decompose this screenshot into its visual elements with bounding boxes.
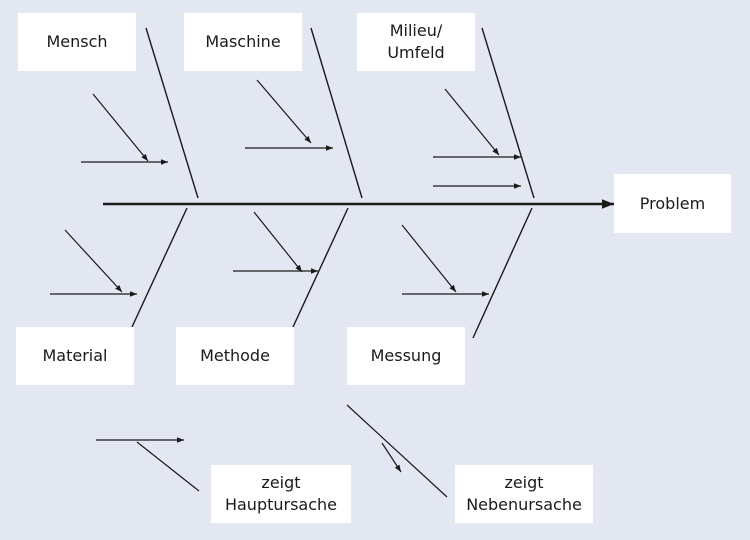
legend-sub-line: [346, 404, 448, 498]
cause-label-material: Material: [42, 346, 108, 365]
legend-box-sub-cause: zeigt Nebenursache: [455, 465, 593, 523]
cause-box-messung: Messung: [347, 327, 465, 385]
cause-label-methode: Methode: [200, 346, 270, 365]
bone-milieu: [481, 27, 535, 199]
sub-arrow-methode-diagonal: [253, 211, 303, 273]
bone-methode: [292, 207, 349, 328]
legend-label-sub-cause: zeigt Nebenursache: [466, 473, 582, 514]
cause-box-methode: Methode: [176, 327, 294, 385]
sub-arrow-maschine-diagonal: [256, 79, 312, 144]
cause-box-material: Material: [16, 327, 134, 385]
cause-label-mensch: Mensch: [46, 32, 108, 51]
cause-label-maschine: Maschine: [205, 32, 281, 51]
legend-main-bone: [136, 441, 200, 492]
legend-label-main-cause: zeigt Hauptursache: [224, 473, 338, 514]
bone-material: [131, 207, 188, 328]
sub-arrow-messung-diagonal: [401, 224, 457, 293]
sub-arrow-mensch-diagonal: [92, 93, 149, 162]
sub-arrow-milieu-diagonal: [444, 88, 500, 156]
cause-label-messung: Messung: [370, 346, 442, 365]
legend-sub-arrow: [381, 442, 402, 473]
effect-label: Problem: [639, 193, 706, 213]
effect-box-problem: Problem: [614, 174, 731, 233]
cause-box-mensch: Mensch: [18, 13, 136, 71]
cause-box-maschine: Maschine: [184, 13, 302, 71]
cause-box-milieu: Milieu/ Umfeld: [357, 13, 475, 71]
legend-box-main-cause: zeigt Hauptursache: [211, 465, 351, 523]
sub-arrow-material-diagonal: [64, 229, 123, 293]
bone-mensch: [145, 27, 199, 199]
bone-messung: [472, 207, 533, 339]
cause-label-milieu: Milieu/ Umfeld: [387, 21, 445, 62]
bone-maschine: [310, 27, 363, 199]
